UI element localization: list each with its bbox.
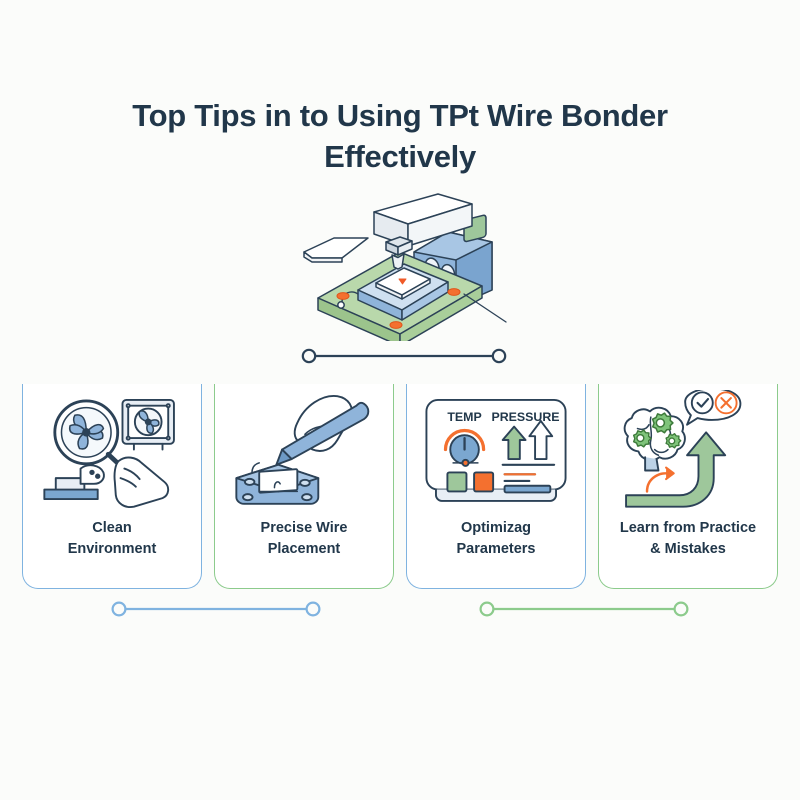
page-title-line-2: Effectively [324, 139, 476, 175]
tip-card-label: Clean Environment [60, 518, 165, 559]
magnifier-fan-icon [23, 384, 201, 516]
tip-card-label-line-1: Learn from Practice [619, 520, 757, 536]
tip-card-label: Optimizag Parameters [449, 518, 544, 559]
tip-card-label-line-2: Environment [67, 540, 157, 557]
hand-tweezer-chip-icon [215, 384, 393, 516]
tip-card-clean-environment[interactable]: Clean Environment [22, 384, 202, 589]
tip-card-label-line-1: Optimizag [460, 520, 532, 536]
tip-card-label-line-1: Clean [92, 520, 132, 536]
tip-card-label-line-2: & Mistakes [650, 540, 726, 557]
connector-cards-3-4 [478, 598, 690, 620]
connector-hero-to-cards [300, 348, 508, 364]
tips-card-row: Clean Environment [22, 384, 778, 589]
page-title: Top Tips in to Using TPt Wire Bonder Eff… [60, 95, 740, 177]
tip-card-label: Precise Wire Placement [253, 518, 356, 559]
control-panel-icon: TEMP PRESSURE [407, 384, 585, 516]
connector-cards-1-2 [110, 598, 322, 620]
tip-card-optimizag-parameters[interactable]: TEMP PRESSURE [406, 384, 586, 589]
pressure-label: PRESSURE [491, 410, 559, 424]
wire-bonder-machine-illustration [296, 186, 512, 347]
tip-card-label-line-1: Precise Wire [260, 520, 348, 536]
page-title-line-1: Top Tips in to Using TPt Wire Bonder [132, 98, 668, 133]
tip-card-label-line-2: Placement [267, 540, 341, 557]
tip-card-label-line-2: Parameters [456, 540, 536, 557]
temp-label: TEMP [447, 410, 481, 424]
tip-card-label: Learn from Practice & Mistakes [612, 518, 764, 559]
tip-card-learn-from-practice-mistakes[interactable]: Learn from Practice & Mistakes [598, 384, 778, 589]
brain-gears-feedback-icon [599, 384, 777, 516]
tip-card-precise-wire-placement[interactable]: Precise Wire Placement [214, 384, 394, 589]
